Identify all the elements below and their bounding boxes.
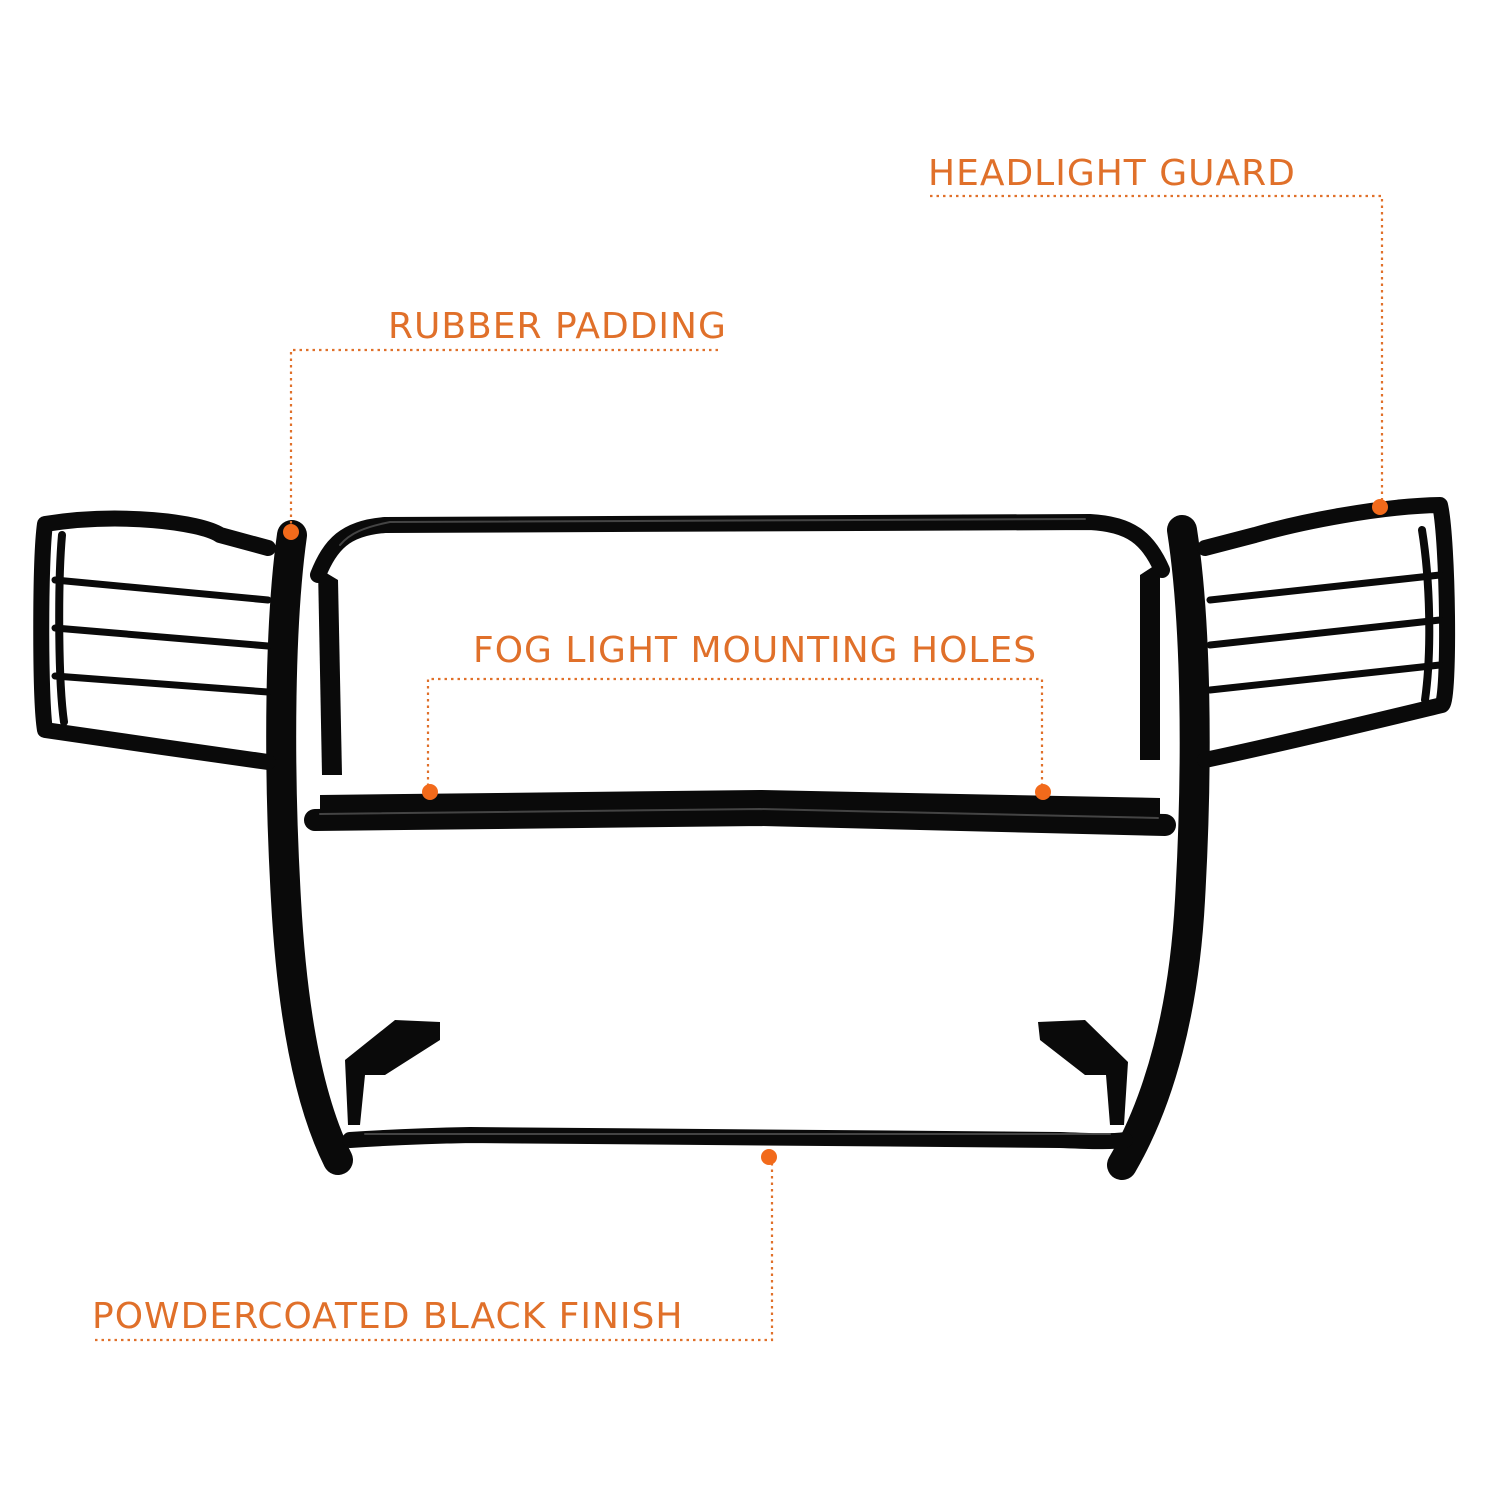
fog-bar-highlight	[319, 808, 1159, 819]
fog-light-hole-right-dot	[1035, 784, 1051, 800]
callout-fog-light-holes: FOG LIGHT MOUNTING HOLES	[422, 630, 1051, 800]
fog-light-holes-leader-line	[426, 677, 1044, 786]
right-guard-bar-2	[1206, 616, 1444, 649]
rubber-padding-leader-line	[289, 348, 718, 528]
grille-guard-product	[33, 497, 1456, 1180]
right-headlight-guard-frame	[1197, 497, 1456, 768]
upper-hoop-tube	[310, 514, 1170, 583]
upper-hoop-highlight	[339, 518, 1086, 546]
lower-bumper-tube	[342, 1127, 1133, 1150]
fog-light-hole-left-dot	[422, 784, 438, 800]
right-guard-bar-1	[1206, 571, 1444, 604]
right-mount-plate	[1140, 562, 1160, 760]
finish-leader-line	[95, 1162, 774, 1342]
finish-marker-dot	[761, 1149, 777, 1165]
callout-headlight-guard: HEADLIGHT GUARD	[928, 153, 1388, 515]
left-guard-bar-1	[51, 576, 272, 604]
right-lower-bracket	[1038, 1020, 1128, 1125]
left-headlight-guard-frame	[33, 510, 276, 770]
fog-light-holes-label: FOG LIGHT MOUNTING HOLES	[473, 630, 1037, 671]
right-guard-bar-3	[1206, 661, 1444, 694]
callout-rubber-padding: RUBBER PADDING	[283, 306, 727, 540]
right-guard-inner-loop	[1418, 526, 1434, 704]
headlight-guard-marker-dot	[1372, 499, 1388, 515]
rubber-padding-label: RUBBER PADDING	[388, 306, 727, 347]
left-lower-bracket	[345, 1020, 440, 1125]
left-guard-bar-2	[51, 624, 272, 650]
left-mount-plate	[318, 568, 342, 775]
left-upright-tube	[266, 520, 353, 1175]
right-upright-tube	[1107, 515, 1210, 1180]
rubber-padding-marker-dot	[283, 524, 299, 540]
left-guard-bar-3	[51, 672, 272, 696]
finish-label: POWDERCOATED BLACK FINISH	[92, 1296, 683, 1337]
headlight-guard-leader-line	[930, 194, 1384, 505]
fog-light-crossbar-tube	[304, 804, 1176, 836]
callout-finish: POWDERCOATED BLACK FINISH	[92, 1149, 777, 1342]
headlight-guard-label: HEADLIGHT GUARD	[928, 153, 1296, 194]
